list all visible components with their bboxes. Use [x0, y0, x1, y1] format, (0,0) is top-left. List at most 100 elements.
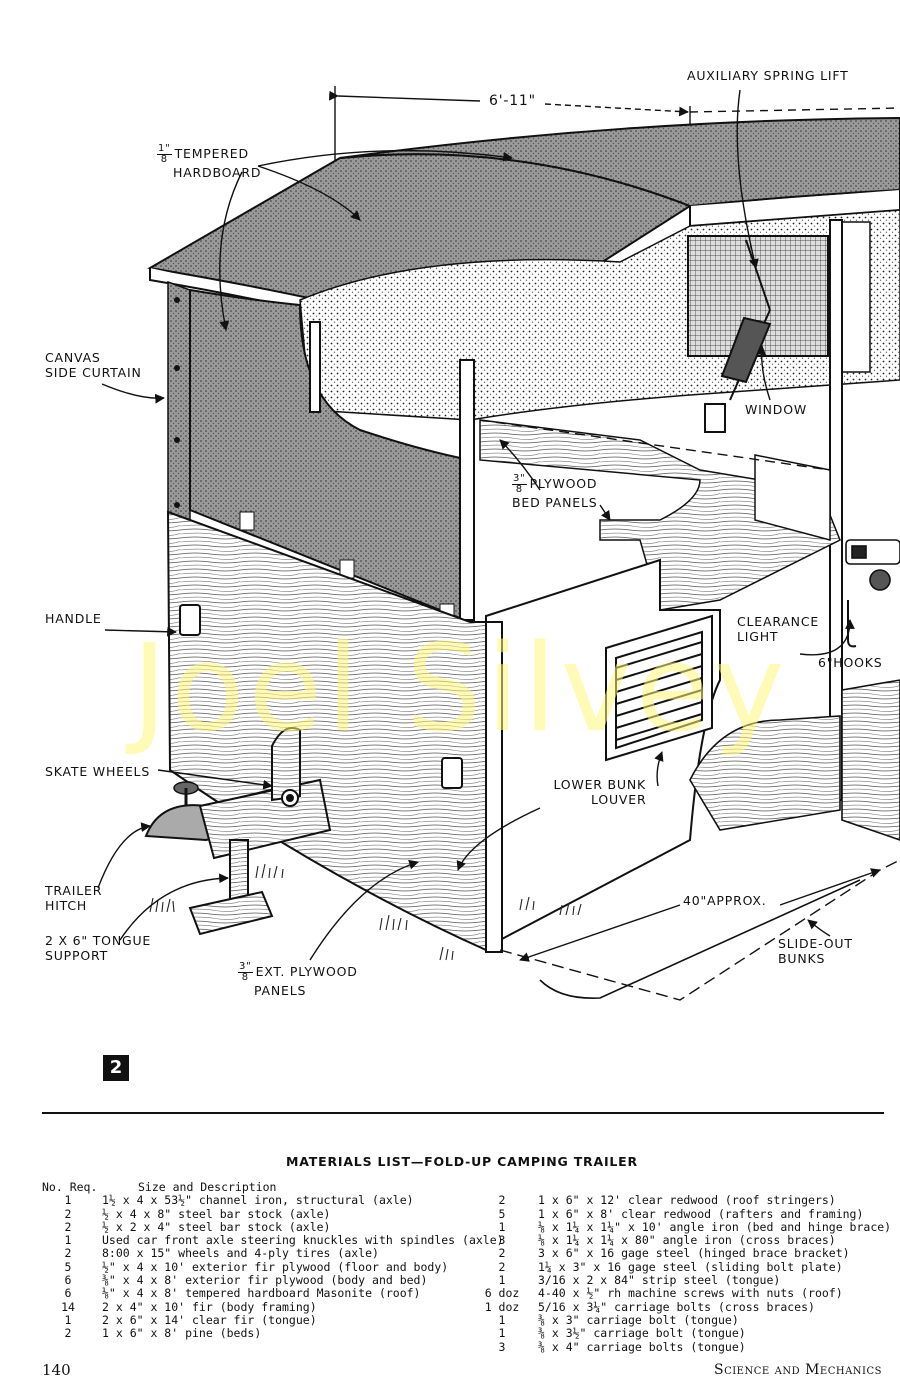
material-qty: 1: [64, 1312, 72, 1327]
material-row: 2 8:00 x 15" wheels and 4-ply tires (axle…: [38, 1246, 478, 1261]
material-row: 1 2 x 6" x 14' clear fir (tongue): [38, 1312, 478, 1327]
label-clearance-light: CLEARANCE LIGHT: [737, 614, 820, 644]
materials-list-left: No. Req. Size and Description 1 1½ x 4 x …: [38, 1180, 504, 1341]
header-qty: No. Req.: [42, 1180, 98, 1194]
material-qty: 6 doz: [484, 1286, 520, 1301]
label-lower-bunk-louver: LOWER BUNK LOUVER: [553, 777, 647, 807]
label-dimension-top: 6'-11": [489, 93, 536, 109]
material-row: 1 ⅜ x 3" carriage bolt (tongue): [472, 1312, 892, 1327]
label-hooks: 6"HOOKS: [818, 655, 883, 670]
material-row: 1 ⅜ x 3½" carriage bolt (tongue): [472, 1326, 892, 1341]
label-handle: HANDLE: [45, 611, 102, 626]
materials-list-right: 2 1 x 6" x 12' clear redwood (roof string…: [472, 1181, 892, 1354]
material-qty: 2: [64, 1206, 72, 1221]
label-window: WINDOW: [745, 402, 808, 417]
material-desc: 1 x 6" x 12' clear redwood (roof stringe…: [538, 1193, 836, 1208]
material-qty: 5: [64, 1259, 72, 1274]
page-number: 140: [42, 1361, 71, 1379]
materials-rows-left: 1 1½ x 4 x 53½" channel iron, structural …: [38, 1193, 504, 1341]
material-qty: 1: [498, 1219, 506, 1234]
material-qty: 6: [64, 1286, 72, 1301]
bed-platform: [479, 419, 841, 611]
figure-number: 2: [103, 1055, 129, 1081]
material-desc: 2 x 6" x 14' clear fir (tongue): [102, 1312, 317, 1327]
section-divider: [42, 1112, 884, 1114]
trailer-drawing: [97, 86, 900, 1001]
label-skate-wheels: SKATE WHEELS: [45, 764, 151, 779]
material-qty: 1: [498, 1312, 506, 1327]
material-qty: 1: [64, 1233, 72, 1248]
material-qty: 5: [498, 1206, 506, 1221]
material-row: 6 ⅜" x 4 x 8' exterior fir plywood (body …: [38, 1273, 478, 1288]
material-qty: 1: [498, 1326, 506, 1341]
material-desc: 1¼ x 3" x 16 gage steel (sliding bolt pl…: [538, 1259, 843, 1274]
bed-fraction: 3"8: [512, 473, 527, 495]
ext-fraction: 3"8: [238, 961, 253, 983]
clearance-light-icon: [845, 539, 900, 591]
journal-name: Science and Mechanics: [713, 1362, 882, 1378]
label-bunk-dimension: 40"APPROX.: [683, 893, 767, 908]
material-qty: 1 doz: [484, 1299, 520, 1314]
leader-arrows: [97, 89, 855, 961]
hook-icon: [847, 600, 857, 648]
material-desc: 5/16 x 3¼" carriage bolts (cross braces): [538, 1299, 815, 1314]
material-desc: 1 x 6" x 8' pine (beds): [102, 1326, 262, 1341]
label-auxiliary-spring-lift: AUXILIARY SPRING LIFT: [687, 68, 849, 83]
material-row: 1 doz 5/16 x 3¼" carriage bolts (cross br…: [472, 1299, 892, 1314]
material-qty: 6: [64, 1273, 72, 1288]
material-row: 2 1 x 6" x 8' pine (beds): [38, 1326, 478, 1341]
frame-posts: [309, 219, 843, 801]
slide-out-bunk: [499, 679, 900, 1001]
material-qty: 2: [64, 1219, 72, 1234]
material-desc: 1 x 6" x 8' clear redwood (rafters and f…: [538, 1206, 864, 1221]
material-desc: ⅜" x 4 x 8' exterior fir plywood (body a…: [102, 1273, 428, 1288]
materials-rows-right: 2 1 x 6" x 12' clear redwood (roof string…: [472, 1193, 892, 1354]
canvas-side-curtain: [167, 280, 471, 624]
material-qty: 2: [498, 1193, 506, 1208]
material-qty: 2: [64, 1246, 72, 1261]
material-row: 1 1½ x 4 x 53½" channel iron, structural …: [38, 1193, 478, 1208]
materials-title: MATERIALS LIST—FOLD-UP CAMPING TRAILER: [286, 1154, 638, 1169]
material-desc: ⅜ x 4" carriage bolts (tongue): [538, 1339, 746, 1354]
material-row: 5 1 x 6" x 8' clear redwood (rafters and …: [472, 1206, 892, 1221]
material-desc: ⅜ x 3½" carriage bolt (tongue): [538, 1326, 746, 1341]
material-desc: ½ x 2 x 4" steel bar stock (axle): [102, 1219, 331, 1234]
grass-tufts: [149, 863, 582, 961]
bunk-dimension: [519, 868, 881, 962]
materials-header-spacer: [472, 1181, 892, 1194]
material-desc: 1½ x 4 x 53½" channel iron, structural (…: [102, 1193, 414, 1208]
spring-lift: [704, 239, 772, 433]
label-slide-out-bunks: SLIDE-OUT BUNKS: [778, 936, 853, 966]
material-desc: 8:00 x 15" wheels and 4-ply tires (axle): [102, 1246, 379, 1261]
label-trailer-hitch: TRAILER HITCH: [45, 883, 103, 913]
body-panel-left: [166, 510, 487, 952]
material-desc: 3 x 6" x 16 gage steel (hinged brace bra…: [538, 1246, 850, 1261]
material-desc: 3/16 x 2 x 84" strip steel (tongue): [538, 1273, 781, 1288]
material-qty: 2: [64, 1326, 72, 1341]
material-desc: ⅛ x 1¼ x 1¼" x 10' angle iron (bed and h…: [538, 1219, 892, 1234]
material-qty: 1: [64, 1193, 72, 1208]
material-row: 2 ½ x 2 x 4" steel bar stock (axle): [38, 1219, 478, 1234]
material-desc: ⅜ x 3" carriage bolt (tongue): [538, 1312, 739, 1327]
materials-header: No. Req. Size and Description: [38, 1180, 478, 1194]
louver-vent: [605, 614, 713, 762]
material-row: 3 ⅜ x 4" carriage bolts (tongue): [472, 1339, 892, 1354]
label-canvas-side-curtain: CANVAS SIDE CURTAIN: [45, 350, 142, 380]
material-row: 2 1 x 6" x 12' clear redwood (roof string…: [472, 1193, 892, 1208]
material-qty: 3: [498, 1339, 506, 1354]
material-qty: 14: [61, 1299, 75, 1314]
material-row: 6 ⅛" x 4 x 8' tempered hardboard Masonite…: [38, 1286, 478, 1301]
handle-icon-lower: [441, 757, 463, 789]
material-desc: ⅛" x 4 x 8' tempered hardboard Masonite …: [102, 1286, 421, 1301]
